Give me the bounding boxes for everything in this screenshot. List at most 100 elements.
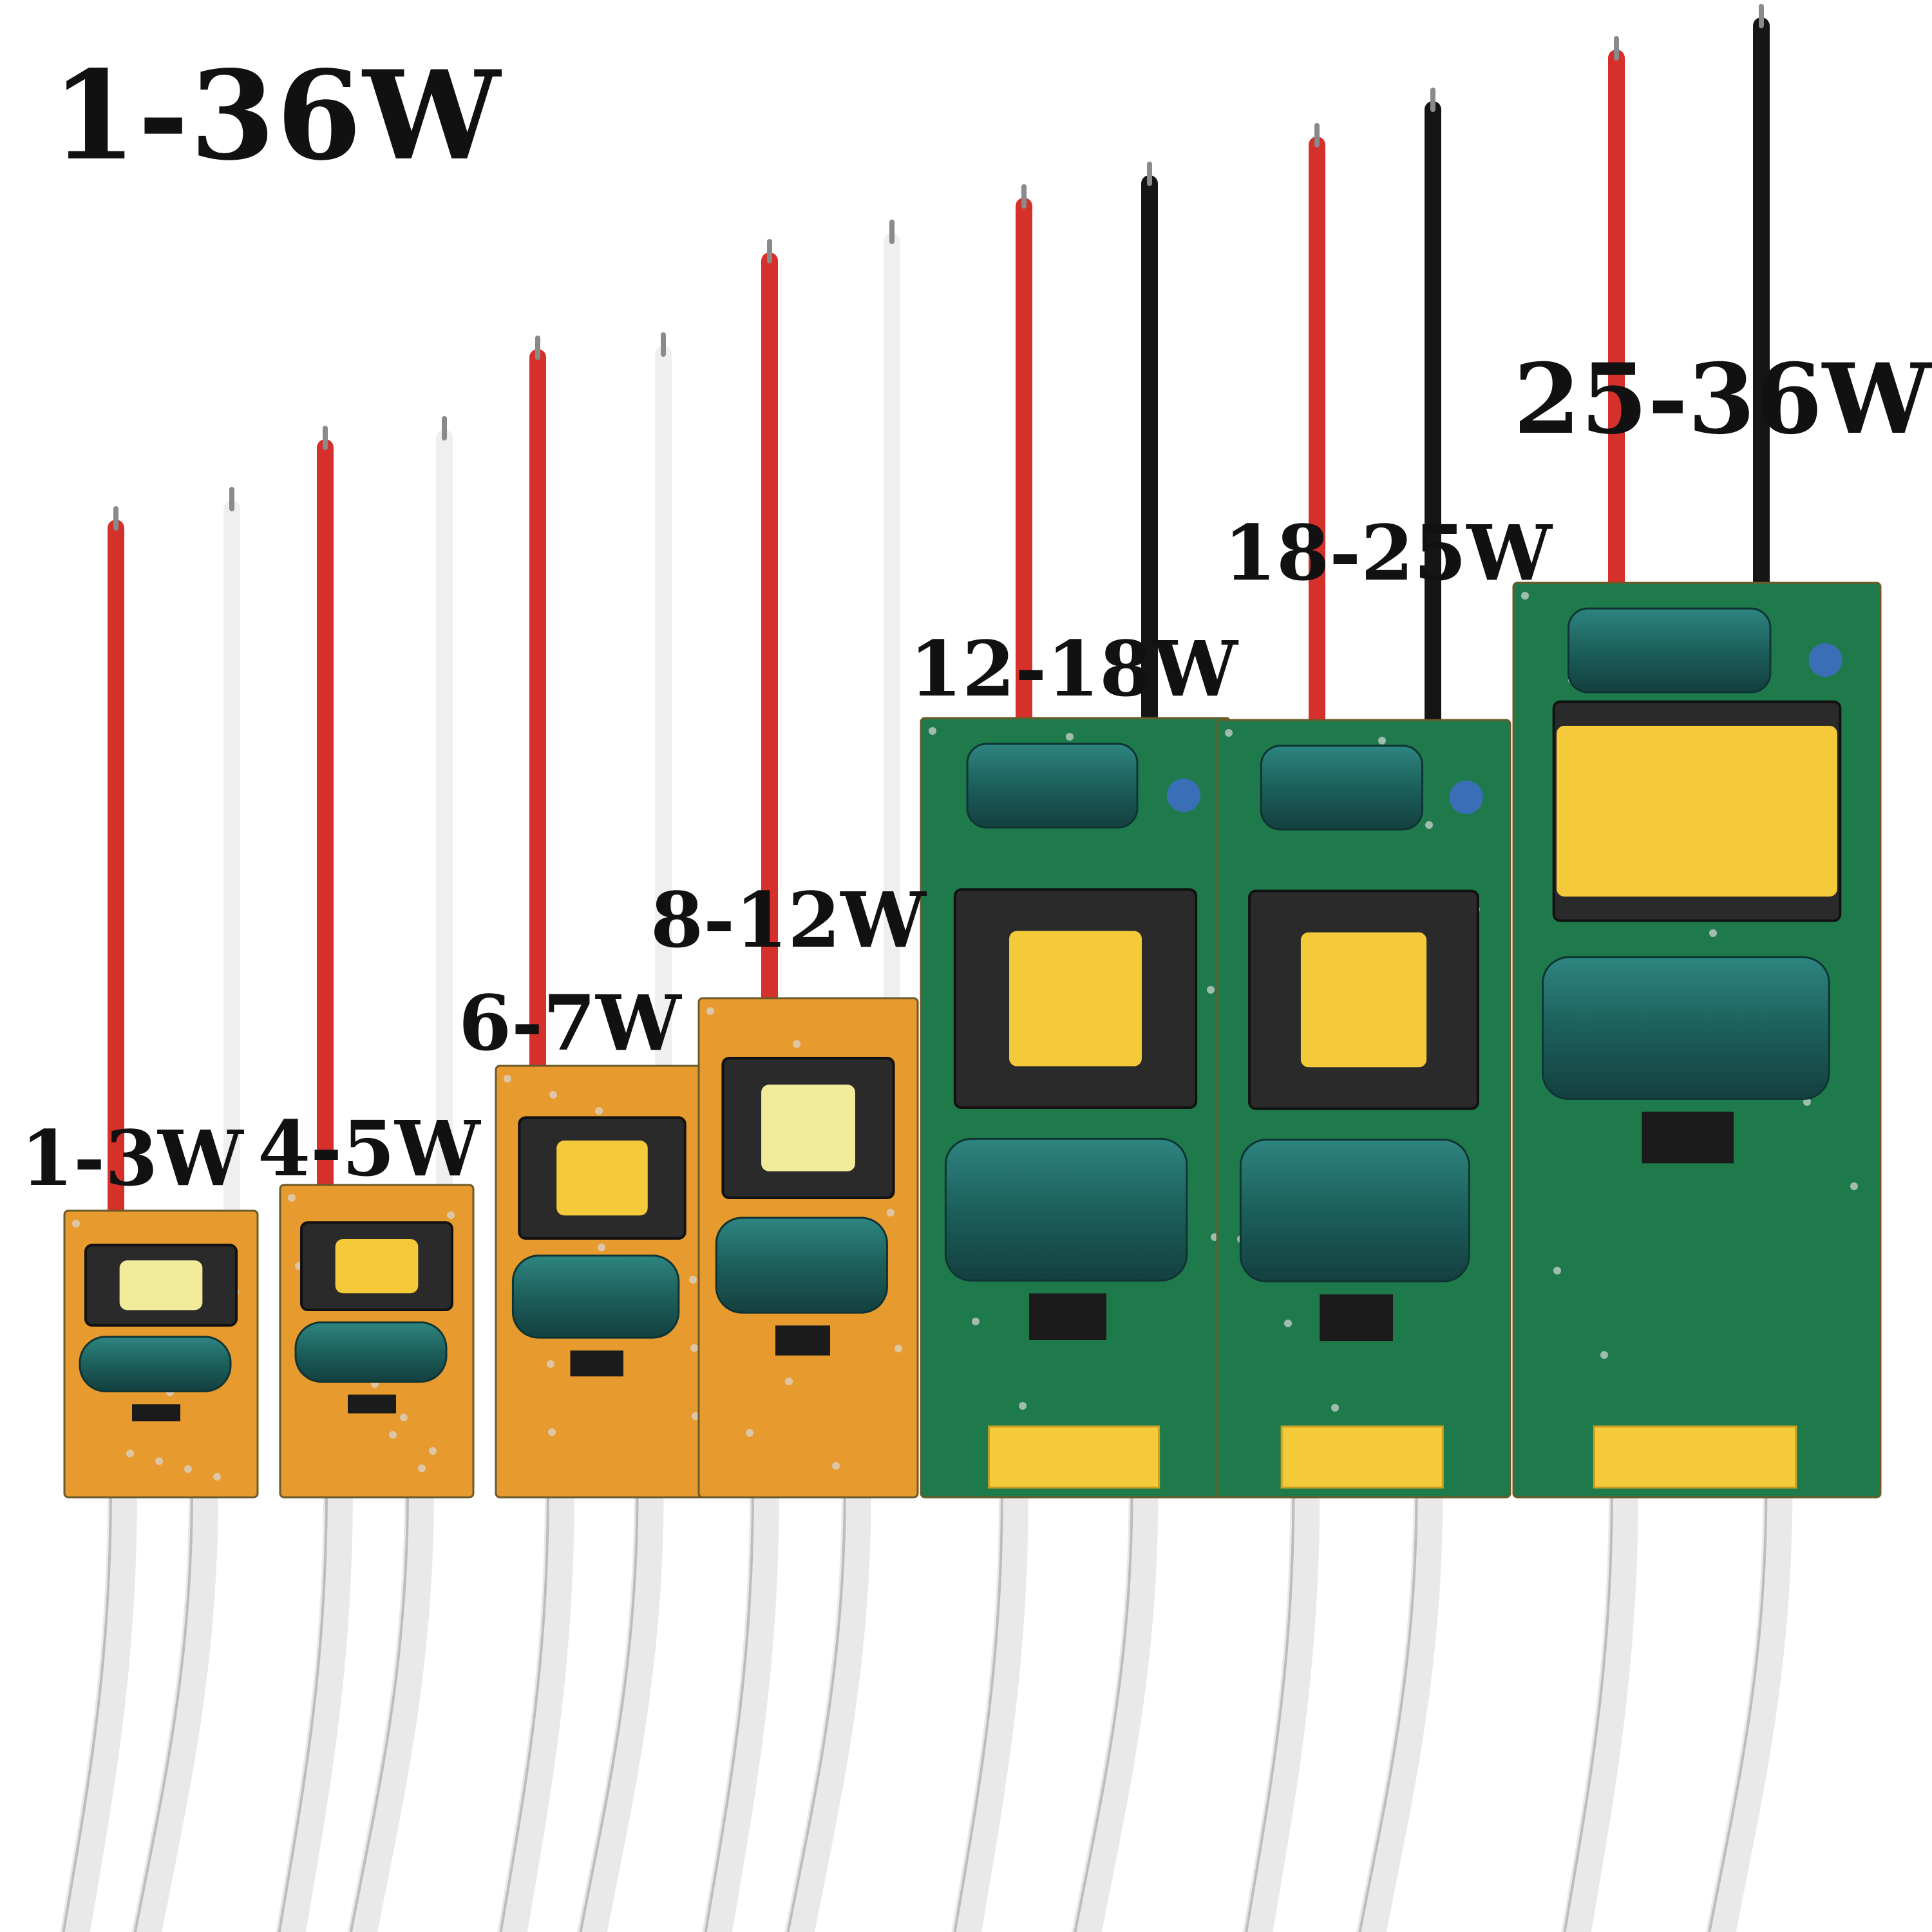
solder-pad bbox=[72, 1220, 80, 1227]
solder-pad bbox=[1803, 1098, 1811, 1106]
transformer-core bbox=[761, 1084, 855, 1171]
solder-pad bbox=[1553, 1267, 1561, 1274]
capacitor bbox=[79, 1336, 232, 1392]
solder-pad bbox=[595, 1107, 603, 1115]
capacitor bbox=[511, 1255, 680, 1339]
input-wire-shadow bbox=[579, 1490, 639, 1932]
label-25-36w: 25-36W bbox=[1513, 343, 1931, 456]
solder-pad bbox=[1019, 1402, 1027, 1410]
solder-pad bbox=[1709, 929, 1717, 937]
solder-pad bbox=[1850, 1182, 1858, 1190]
input-wire-shadow bbox=[953, 1490, 1003, 1932]
solder-pad bbox=[689, 1276, 697, 1283]
ic-chip bbox=[775, 1325, 830, 1356]
y-capacitor bbox=[1167, 779, 1200, 812]
filter-capacitor bbox=[1567, 607, 1772, 694]
main-title: 1-36W bbox=[52, 44, 502, 187]
solder-pad bbox=[184, 1465, 192, 1473]
ic-chip bbox=[1642, 1112, 1734, 1164]
transformer-core bbox=[119, 1260, 203, 1311]
input-wire bbox=[1356, 1476, 1443, 1932]
solder-pad bbox=[598, 1244, 605, 1251]
x-capacitor bbox=[1593, 1425, 1797, 1489]
input-wire bbox=[1242, 1476, 1320, 1932]
input-wire bbox=[1705, 1476, 1793, 1932]
input-wire-shadow bbox=[786, 1490, 846, 1932]
solder-pad bbox=[447, 1211, 455, 1219]
solder-pad bbox=[288, 1194, 296, 1202]
solder-pad bbox=[1225, 729, 1233, 737]
solder-pad bbox=[972, 1318, 980, 1325]
input-wire-shadow bbox=[1563, 1490, 1613, 1932]
input-wires bbox=[60, 1476, 1793, 1932]
capacitor bbox=[294, 1321, 448, 1383]
solder-pad bbox=[1521, 592, 1529, 600]
driver-board bbox=[1512, 582, 1882, 1499]
label-12-18w: 12-18W bbox=[909, 624, 1238, 714]
y-capacitor bbox=[1808, 643, 1842, 677]
capacitor bbox=[1239, 1139, 1470, 1283]
input-wire bbox=[60, 1476, 137, 1932]
driver-board bbox=[1216, 719, 1511, 1499]
ic-chip bbox=[1029, 1293, 1106, 1340]
driver-board bbox=[697, 997, 919, 1499]
input-wire bbox=[1561, 1476, 1638, 1932]
solder-pad bbox=[929, 727, 936, 735]
ic-chip bbox=[348, 1394, 396, 1414]
solder-pad bbox=[785, 1378, 793, 1385]
label-4-5w: 4-5W bbox=[258, 1104, 480, 1193]
solder-pad bbox=[504, 1075, 511, 1083]
driver-boards bbox=[63, 582, 1882, 1499]
input-wire-shadow bbox=[1358, 1490, 1418, 1932]
x-capacitor bbox=[1280, 1425, 1444, 1489]
ic-chip bbox=[132, 1404, 180, 1422]
label-1-3w: 1-3W bbox=[21, 1113, 243, 1203]
transformer-core bbox=[335, 1239, 419, 1294]
input-wire bbox=[951, 1476, 1028, 1932]
solder-pad bbox=[706, 1007, 714, 1015]
solder-pad bbox=[126, 1450, 134, 1457]
input-wire-shadow bbox=[133, 1490, 193, 1932]
solder-pad bbox=[692, 1412, 699, 1420]
capacitor bbox=[944, 1137, 1188, 1282]
solder-pad bbox=[1378, 737, 1386, 744]
transformer-core bbox=[1300, 932, 1427, 1068]
input-wire-shadow bbox=[704, 1490, 754, 1932]
transformer-core bbox=[1009, 931, 1142, 1066]
solder-pad bbox=[887, 1209, 895, 1217]
solder-pad bbox=[1425, 821, 1433, 829]
solder-pad bbox=[793, 1040, 800, 1048]
output-lead-wires bbox=[108, 4, 1770, 1232]
solder-pad bbox=[1207, 986, 1215, 994]
solder-pad bbox=[418, 1464, 426, 1472]
ic-chip bbox=[570, 1350, 623, 1377]
solder-pad bbox=[429, 1447, 437, 1455]
label-18-25w: 18-25W bbox=[1224, 508, 1552, 598]
x-capacitor bbox=[988, 1425, 1160, 1489]
filter-capacitor bbox=[1260, 744, 1423, 831]
transformer-core bbox=[556, 1141, 648, 1216]
input-wire bbox=[784, 1476, 871, 1932]
input-wire bbox=[1072, 1476, 1159, 1932]
transformer-core bbox=[1557, 726, 1837, 897]
solder-pad bbox=[690, 1344, 698, 1352]
solder-pad bbox=[400, 1414, 408, 1421]
solder-pad bbox=[548, 1428, 556, 1436]
solder-pad bbox=[1284, 1320, 1292, 1327]
solder-pad bbox=[155, 1457, 163, 1465]
input-wire bbox=[131, 1476, 218, 1932]
filter-capacitor bbox=[966, 743, 1139, 829]
label-8-12w: 8-12W bbox=[650, 875, 926, 965]
solder-pad bbox=[549, 1091, 557, 1099]
input-wire-shadow bbox=[278, 1490, 328, 1932]
ic-chip bbox=[1320, 1294, 1393, 1341]
input-wire bbox=[347, 1476, 434, 1932]
driver-board bbox=[63, 1209, 259, 1499]
solder-pad bbox=[1331, 1404, 1339, 1412]
label-6-7w: 6-7W bbox=[459, 978, 681, 1068]
solder-pad bbox=[389, 1431, 397, 1439]
input-wire-shadow bbox=[1074, 1490, 1133, 1932]
capacitor bbox=[1542, 956, 1830, 1100]
input-wire-shadow bbox=[1708, 1490, 1768, 1932]
